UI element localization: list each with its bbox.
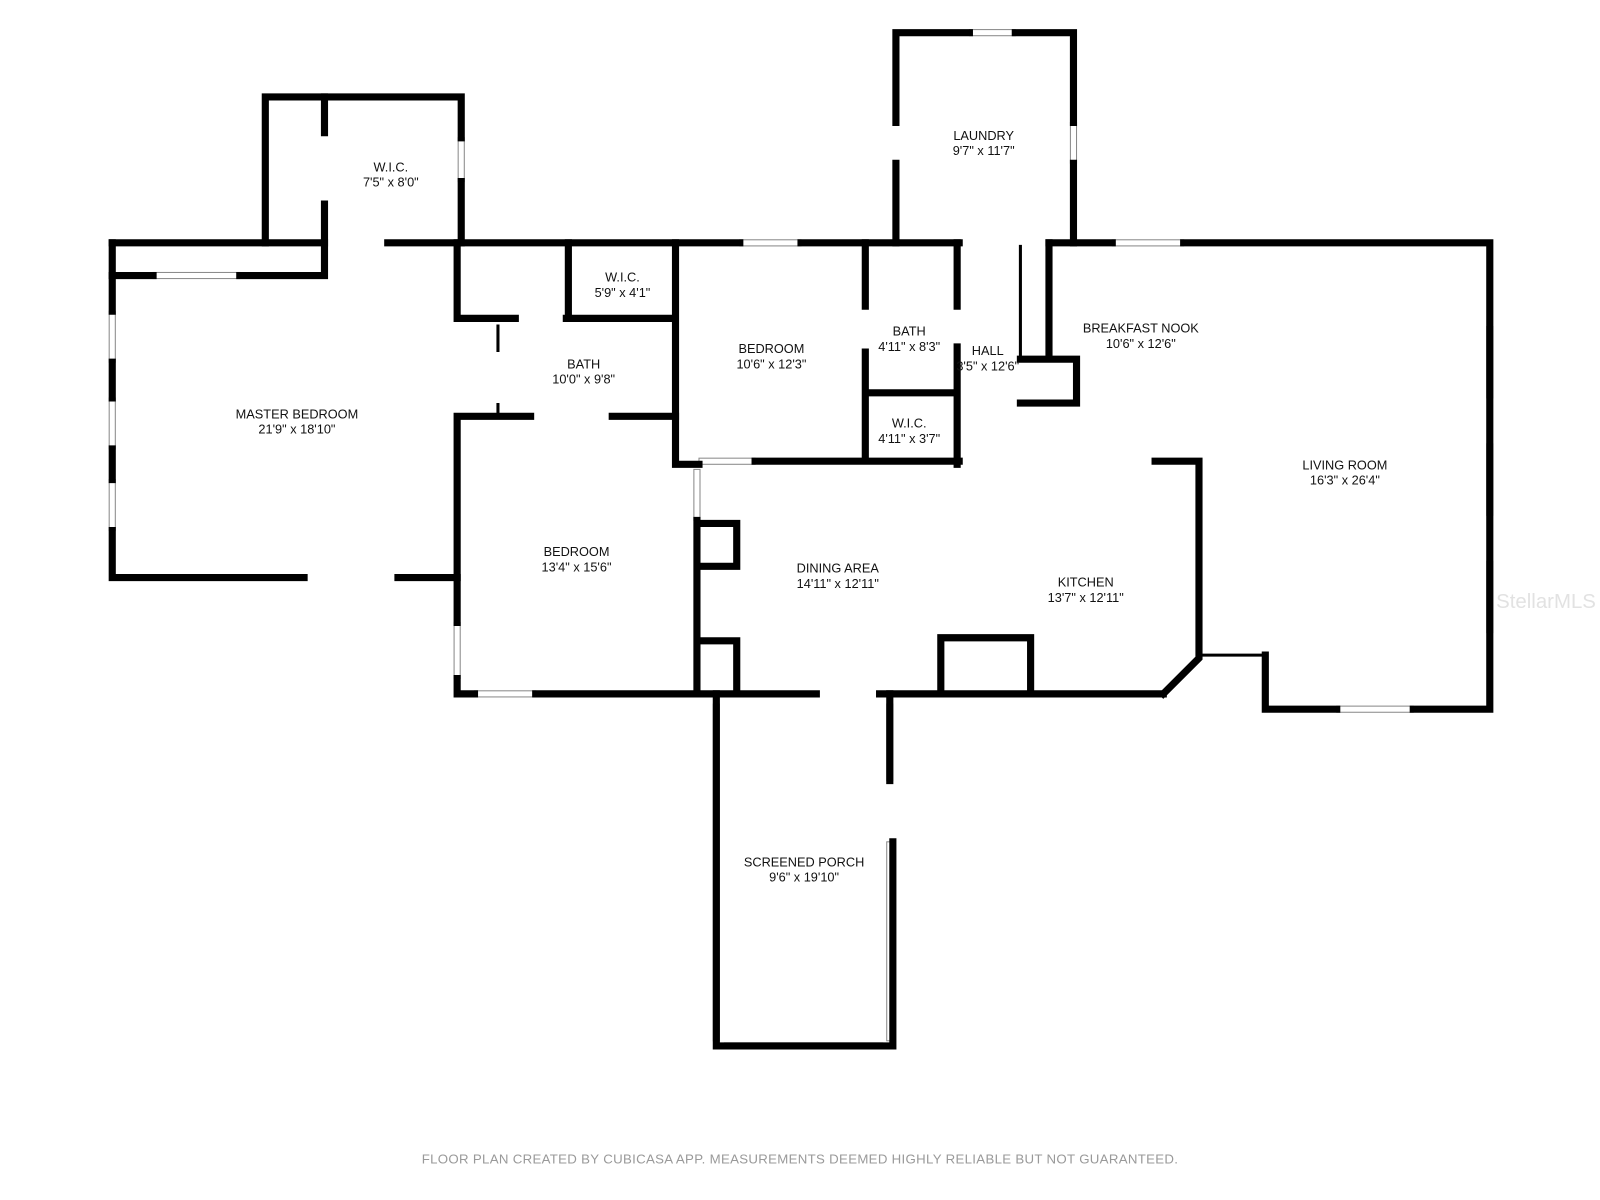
room-name: BREAKFAST NOOK [1083,321,1199,336]
room-name: W.I.C. [373,159,408,174]
room-size: 9'7" x 11'7" [953,143,1015,158]
room-size: 10'6" x 12'3" [736,356,806,371]
room-size: 14'11" x 12'11" [797,576,879,591]
room-name: BATH [893,324,926,339]
watermark: StellarMLS [1496,591,1596,613]
room-name: BEDROOM [544,544,610,559]
room-name: BATH [567,356,600,371]
room-size: 4'11" x 3'7" [878,431,940,446]
room-name: MASTER BEDROOM [236,406,359,421]
room-name: W.I.C. [605,270,640,285]
room-size: 9'6" x 19'10" [769,870,839,885]
room-size: 10'0" x 9'8" [552,372,615,387]
room-name: SCREENED PORCH [744,854,864,869]
room-name: LIVING ROOM [1302,457,1387,472]
room-name: DINING AREA [797,560,880,575]
room-size: 7'5" x 8'0" [363,175,419,190]
room-name: W.I.C. [892,416,927,431]
footer-disclaimer: FLOOR PLAN CREATED BY CUBICASA APP. MEAS… [422,1151,1179,1166]
room-labels: W.I.C. 7'5" x 8'0" LAUNDRY 9'7" x 11'7" … [236,128,1388,885]
room-size: 13'4" x 15'6" [542,559,612,574]
walls [108,29,1494,1050]
room-name: BEDROOM [738,341,804,356]
room-size: 13'7" x 12'11" [1048,590,1124,605]
room-size: 21'9" x 18'10" [258,422,335,437]
room-size: 16'3" x 26'4" [1310,473,1380,488]
room-size: 10'6" x 12'6" [1106,336,1176,351]
room-name: KITCHEN [1058,575,1114,590]
room-size: 3'5" x 12'6" [956,358,1019,373]
room-name: HALL [972,343,1004,358]
windows [108,29,1494,1050]
room-size: 4'11" x 8'3" [878,339,940,354]
room-name: LAUNDRY [953,128,1014,143]
room-size: 5'9" x 4'1" [595,285,651,300]
